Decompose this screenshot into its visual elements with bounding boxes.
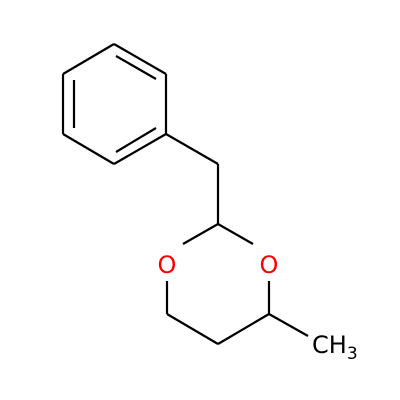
- bond-c2-o3: [217, 223, 254, 245]
- methyl-label: CH3: [312, 331, 358, 364]
- benzene-ring: [61, 43, 168, 165]
- oxygen-left-label: O: [158, 251, 177, 279]
- bond-c5-c4: [217, 313, 270, 345]
- bond-c2-o1: [182, 223, 219, 245]
- bond-benzene-6: [62, 43, 115, 75]
- bond-benzene-inner-1: [115, 55, 157, 80]
- bond-c6-c5: [166, 313, 219, 345]
- methyl-main-text: CH: [312, 331, 347, 359]
- bond-benzene-4: [62, 133, 115, 165]
- dioxane-ring: [165, 223, 271, 345]
- bond-benzene-3: [113, 133, 167, 165]
- bond-benzene-1: [113, 43, 167, 75]
- bond-ring-to-ch2: [165, 133, 219, 165]
- bond-benzene-inner-2: [115, 127, 157, 153]
- methyl-subscript: 3: [347, 344, 358, 364]
- bond-c4-methyl: [268, 313, 309, 337]
- oxygen-right-label: O: [260, 251, 279, 279]
